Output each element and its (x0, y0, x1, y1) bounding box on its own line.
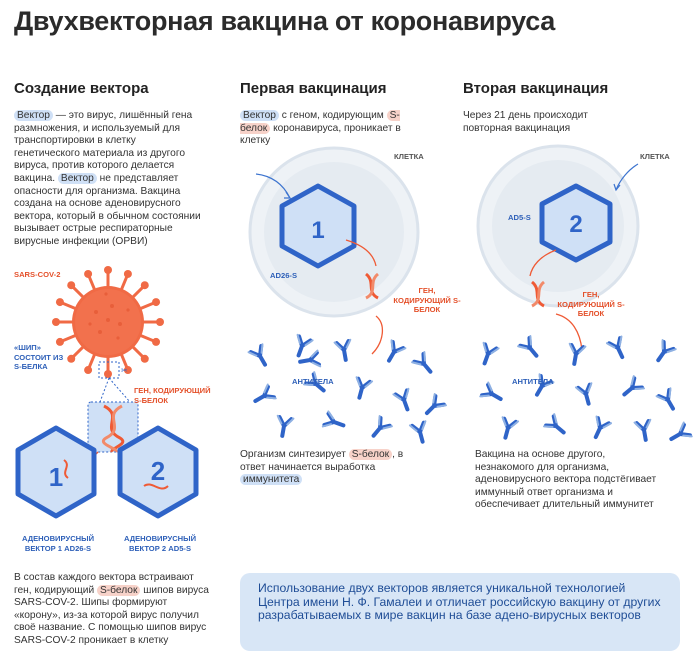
col1-vector-highlight-2: Вектор (57, 172, 97, 184)
vector2-hexagon: 2 (117, 425, 199, 519)
col3-paragraph1: Через 21 день происходит повторная вакци… (463, 110, 588, 134)
vector1-label: АДЕНОВИРУСНЫЙ ВЕКТОР 1 AD26-S (21, 534, 95, 553)
virus-spike-tip (84, 366, 93, 375)
antibody-icon (276, 414, 295, 438)
antibody-icon (253, 383, 277, 403)
antibody-icon (517, 334, 539, 358)
antibody-icon (411, 350, 433, 374)
virus-spike (87, 352, 97, 369)
virus-spike-tip (67, 281, 76, 290)
coronavirus-illustration (52, 266, 164, 378)
antibody-icon (479, 381, 503, 401)
antibody-icon (355, 376, 374, 400)
virus-spike-tip (140, 281, 149, 290)
antibodies-group-2 (479, 334, 693, 442)
page-title: Двухвекторная вакцина от коронавируса (14, 6, 555, 36)
antibody-icon (593, 415, 613, 440)
col2-heading: Первая вакцинация (240, 80, 387, 97)
antibody-icon (605, 335, 625, 360)
virus-spikes (52, 266, 164, 378)
virus-spike-tip (104, 370, 112, 378)
vector2-label: АДЕНОВИРУСНЫЙ ВЕКТОР 2 AD5-S (123, 534, 197, 553)
col1-sprotein-highlight: S-белок (96, 584, 141, 596)
virus-spike (138, 301, 155, 311)
virus-spike-tip (55, 337, 64, 346)
virus-spike (71, 344, 86, 359)
virus-spike (61, 301, 78, 311)
bottom-banner-text: Использование двух векторов является уни… (258, 581, 661, 623)
col3-vector-label: AD5-S (508, 213, 531, 222)
col2-cell-label: КЛЕТКА (394, 152, 424, 161)
virus-spike-tip (140, 354, 149, 363)
col2-paragraph1: Вектор с геном, кодирующим S-белок корон… (240, 110, 401, 147)
antibody-icon (302, 371, 326, 393)
antibody-icon (622, 375, 646, 397)
virus-spike (130, 285, 145, 300)
antibody-icon (574, 382, 593, 406)
col3-gene-label: ГЕН, КОДИРУЮЩИЙ S-БЕЛОК (557, 290, 625, 318)
virus-spike-tip (67, 354, 76, 363)
virus-spike (119, 275, 129, 292)
antibody-icon (535, 373, 555, 397)
antibody-icon (392, 387, 410, 412)
antibodies-group-1 (247, 333, 448, 444)
antibody-icon (633, 418, 652, 442)
scissors-icon: ✂ (121, 366, 128, 375)
cell-illustration-2: 2 (476, 144, 640, 351)
virus-spike-tip (84, 269, 93, 278)
col1-vector-highlight: Вектор (14, 110, 53, 121)
col1-paragraph1: Вектор — это вирус, лишённый гена размно… (14, 110, 201, 247)
virus-spike (138, 333, 155, 343)
virus-spike-tip (52, 318, 60, 326)
col2-vector-number: 1 (311, 217, 324, 244)
virus-spike (71, 285, 86, 300)
col2-vector-label: AD26-S (270, 271, 298, 280)
virus-spike-tip (123, 366, 132, 375)
col3-cell-label: КЛЕТКА (640, 152, 670, 161)
virus-spike-tip (152, 298, 161, 307)
antibody-icon (482, 341, 500, 366)
antibody-icon (542, 413, 566, 435)
antibody-icon (298, 349, 322, 368)
col3-antibody-label: АНТИТЕЛА (512, 377, 554, 386)
vector1-hexagon: 1 (15, 425, 97, 519)
col3-heading: Вторая вакцинация (463, 80, 609, 97)
col1-paragraph2: В состав каждого вектора встраивают ген,… (14, 572, 209, 646)
col3-vector-number: 2 (569, 211, 582, 238)
antibody-icon (408, 420, 427, 444)
col2-antibody-label: АНТИТЕЛА (292, 377, 334, 386)
antibody-icon (371, 414, 393, 438)
antibody-icon (656, 339, 677, 363)
cell-illustration-1: 1 (248, 146, 420, 355)
col2-paragraph2: Организм синтезирует S-белок, в ответ на… (240, 449, 404, 486)
bottom-banner (240, 573, 680, 651)
antibody-icon (333, 338, 352, 362)
col3-paragraph2: Вакцина на основе другого, незнакомого д… (475, 449, 657, 511)
antibody-icon (669, 421, 693, 441)
vector1-number: 1 (49, 462, 63, 492)
virus-spike-tip (55, 298, 64, 307)
col2-gene-label: ГЕН, КОДИРУЮЩИЙ S-БЕЛОК (393, 286, 461, 314)
antibody-icon (296, 333, 314, 358)
virus-spike (87, 275, 97, 292)
vector2-number: 2 (151, 456, 165, 486)
antibody-icon (247, 343, 267, 367)
virus-spike (130, 344, 145, 359)
antibody-icon (387, 339, 407, 363)
antibody-icon (568, 342, 587, 366)
virus-spike (61, 333, 78, 343)
antibody-icon (655, 387, 675, 411)
virus-label: SARS-COV-2 (14, 270, 61, 279)
antibody-icon (321, 410, 346, 428)
virus-spike (119, 352, 129, 369)
virus-spike-tip (123, 269, 132, 278)
virus-spike-tip (156, 318, 164, 326)
virus-spike-tip (104, 266, 112, 274)
antibody-icon (501, 416, 520, 440)
antibody-icon (424, 392, 448, 416)
spike-label: «ШИП» СОСТОИТ ИЗ S-БЕЛКА (14, 343, 64, 371)
col1-gene-label: ГЕН, КОДИРУЮЩИЙ S-БЕЛОК (134, 386, 211, 405)
col1-heading: Создание вектора (14, 80, 149, 97)
virus-spike-tip (152, 337, 161, 346)
